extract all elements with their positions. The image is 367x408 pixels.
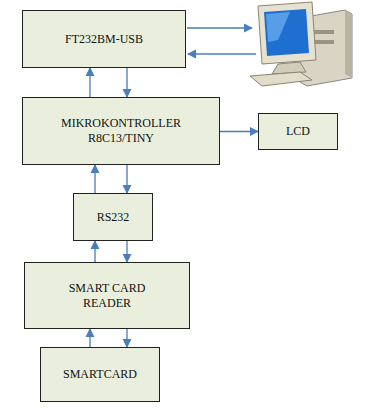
box-label: SMARTCARD bbox=[63, 367, 137, 382]
signal-arrow bbox=[89, 68, 90, 97]
text-holder: MIKROKONTROLLER R8C13/TINY bbox=[46, 116, 196, 146]
computer-monitor bbox=[250, 2, 316, 86]
display-box: LCD bbox=[258, 113, 338, 150]
signal-arrow bbox=[220, 131, 258, 132]
signal-arrow bbox=[126, 241, 127, 262]
usb-interface-box: FT232BM-USB bbox=[22, 10, 186, 68]
signal-arrow bbox=[94, 241, 95, 262]
box-label: LCD bbox=[286, 124, 310, 139]
microcontroller-box: MIKROKONTROLLER R8C13/TINY bbox=[22, 97, 220, 165]
text-holder: FT232BM-USB bbox=[65, 32, 143, 47]
box-label: MIKROKONTROLLER R8C13/TINY bbox=[46, 116, 196, 146]
box-label: RS232 bbox=[97, 210, 130, 225]
signal-arrow bbox=[89, 329, 90, 347]
signal-arrow bbox=[94, 165, 95, 193]
signal-arrow bbox=[126, 165, 127, 193]
text-holder: LCD bbox=[286, 124, 310, 139]
text-holder: SMARTCARD bbox=[63, 367, 137, 382]
signal-arrow bbox=[126, 68, 127, 97]
card-box: SMARTCARD bbox=[40, 347, 160, 402]
serial-box: RS232 bbox=[73, 193, 153, 241]
signal-arrow bbox=[126, 329, 127, 347]
box-label: SMART CARD READER bbox=[62, 281, 152, 311]
text-holder: SMART CARD READER bbox=[62, 281, 152, 311]
text-holder: RS232 bbox=[97, 210, 130, 225]
reader-box: SMART CARD READER bbox=[24, 262, 190, 329]
usb-link-arrows bbox=[187, 28, 256, 54]
box-label: FT232BM-USB bbox=[65, 32, 143, 47]
